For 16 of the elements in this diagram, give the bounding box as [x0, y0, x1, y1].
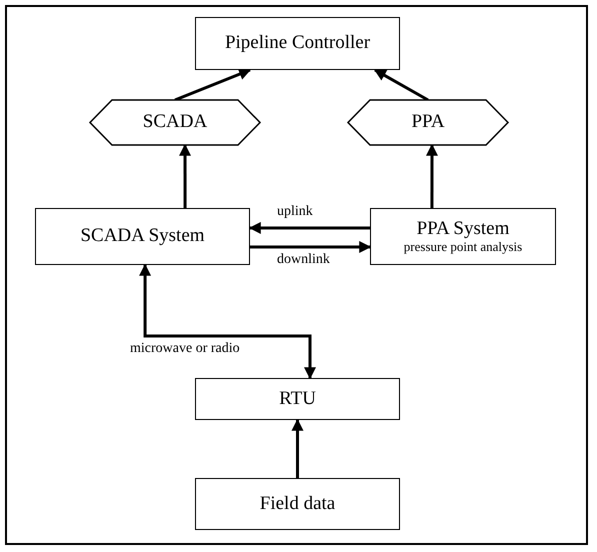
node-title: SCADA — [142, 112, 208, 133]
process-box — [35, 208, 250, 265]
node-title: Field data — [260, 494, 336, 514]
process-box — [195, 378, 400, 420]
node-subtitle: pressure point analysis — [404, 240, 522, 254]
process-box — [370, 208, 556, 265]
node-title: SCADA System — [80, 226, 205, 247]
process-box — [195, 17, 400, 70]
edge-label: uplink — [275, 204, 315, 220]
node-title: PPA System — [416, 218, 510, 240]
process-box — [195, 478, 400, 530]
node-title: Pipeline Controller — [224, 33, 370, 54]
node-title: RTU — [279, 388, 316, 410]
hexagon-box — [348, 100, 508, 145]
node-title: PPA — [411, 112, 445, 133]
hexagon-box — [90, 100, 260, 145]
